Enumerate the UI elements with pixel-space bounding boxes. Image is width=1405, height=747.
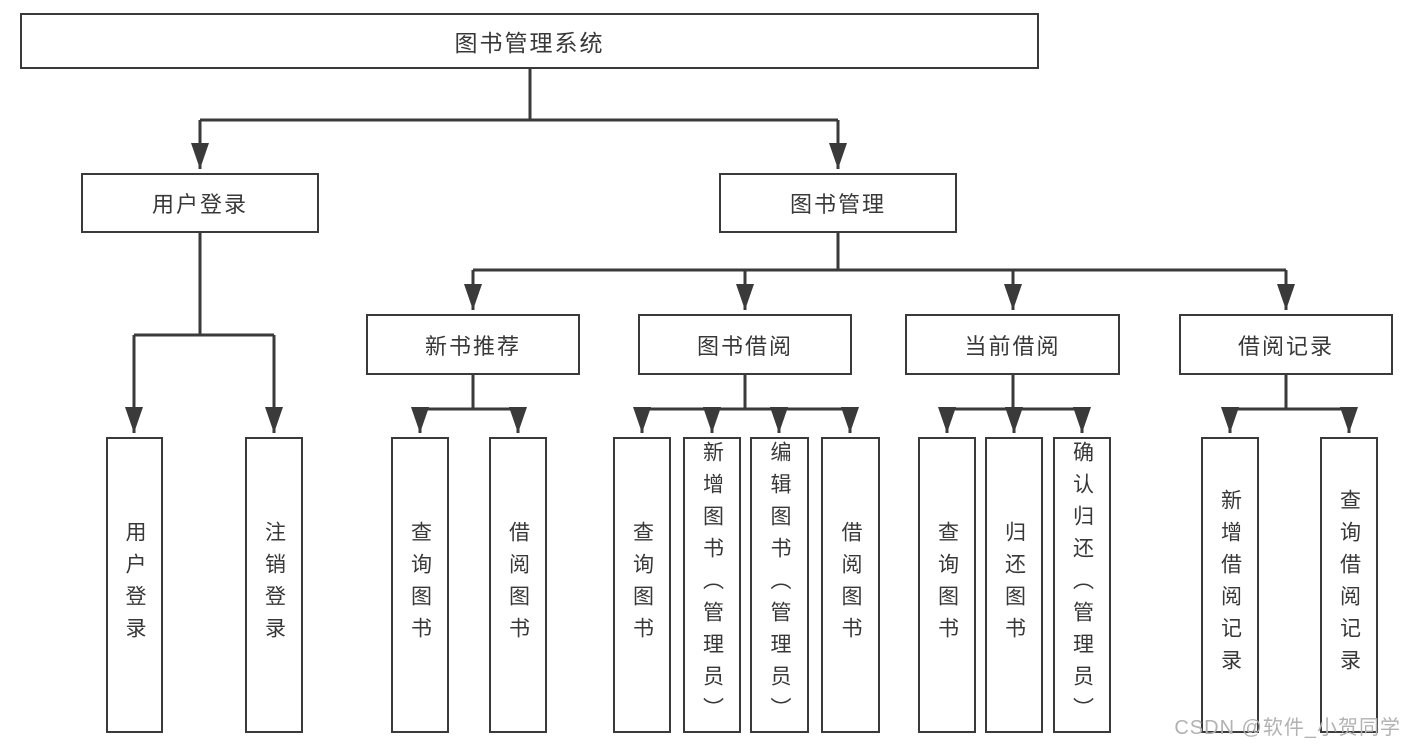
leaf-logout: 注销登录 <box>245 437 303 733</box>
leaf-add-borrow-record: 新增借阅记录 <box>1201 437 1259 733</box>
node-new-book-recommend: 新书推荐 <box>366 314 580 375</box>
leaf-query-books-borrow: 查询图书 <box>613 437 671 733</box>
leaf-confirm-return-admin: 确认归还（管理员） <box>1053 437 1111 733</box>
leaf-query-books-current: 查询图书 <box>918 437 976 733</box>
leaf-user-login: 用户登录 <box>106 437 163 733</box>
leaf-borrow-books: 借阅图书 <box>821 437 880 733</box>
leaf-add-books-admin: 新增图书（管理员） <box>683 437 741 733</box>
node-borrow-records: 借阅记录 <box>1179 314 1393 375</box>
node-book-borrow: 图书借阅 <box>638 314 852 375</box>
node-user-login: 用户登录 <box>81 173 319 233</box>
leaf-query-books-recommend: 查询图书 <box>391 437 449 733</box>
leaf-edit-books-admin: 编辑图书（管理员） <box>750 437 809 733</box>
csdn-watermark: CSDN @软件_小贺同学 <box>1174 717 1401 739</box>
leaf-return-books: 归还图书 <box>985 437 1043 733</box>
node-book-management: 图书管理 <box>719 173 957 233</box>
node-current-borrow: 当前借阅 <box>905 314 1120 375</box>
node-root: 图书管理系统 <box>20 13 1039 69</box>
leaf-query-borrow-record: 查询借阅记录 <box>1320 437 1378 733</box>
leaf-borrow-books-recommend: 借阅图书 <box>489 437 547 733</box>
